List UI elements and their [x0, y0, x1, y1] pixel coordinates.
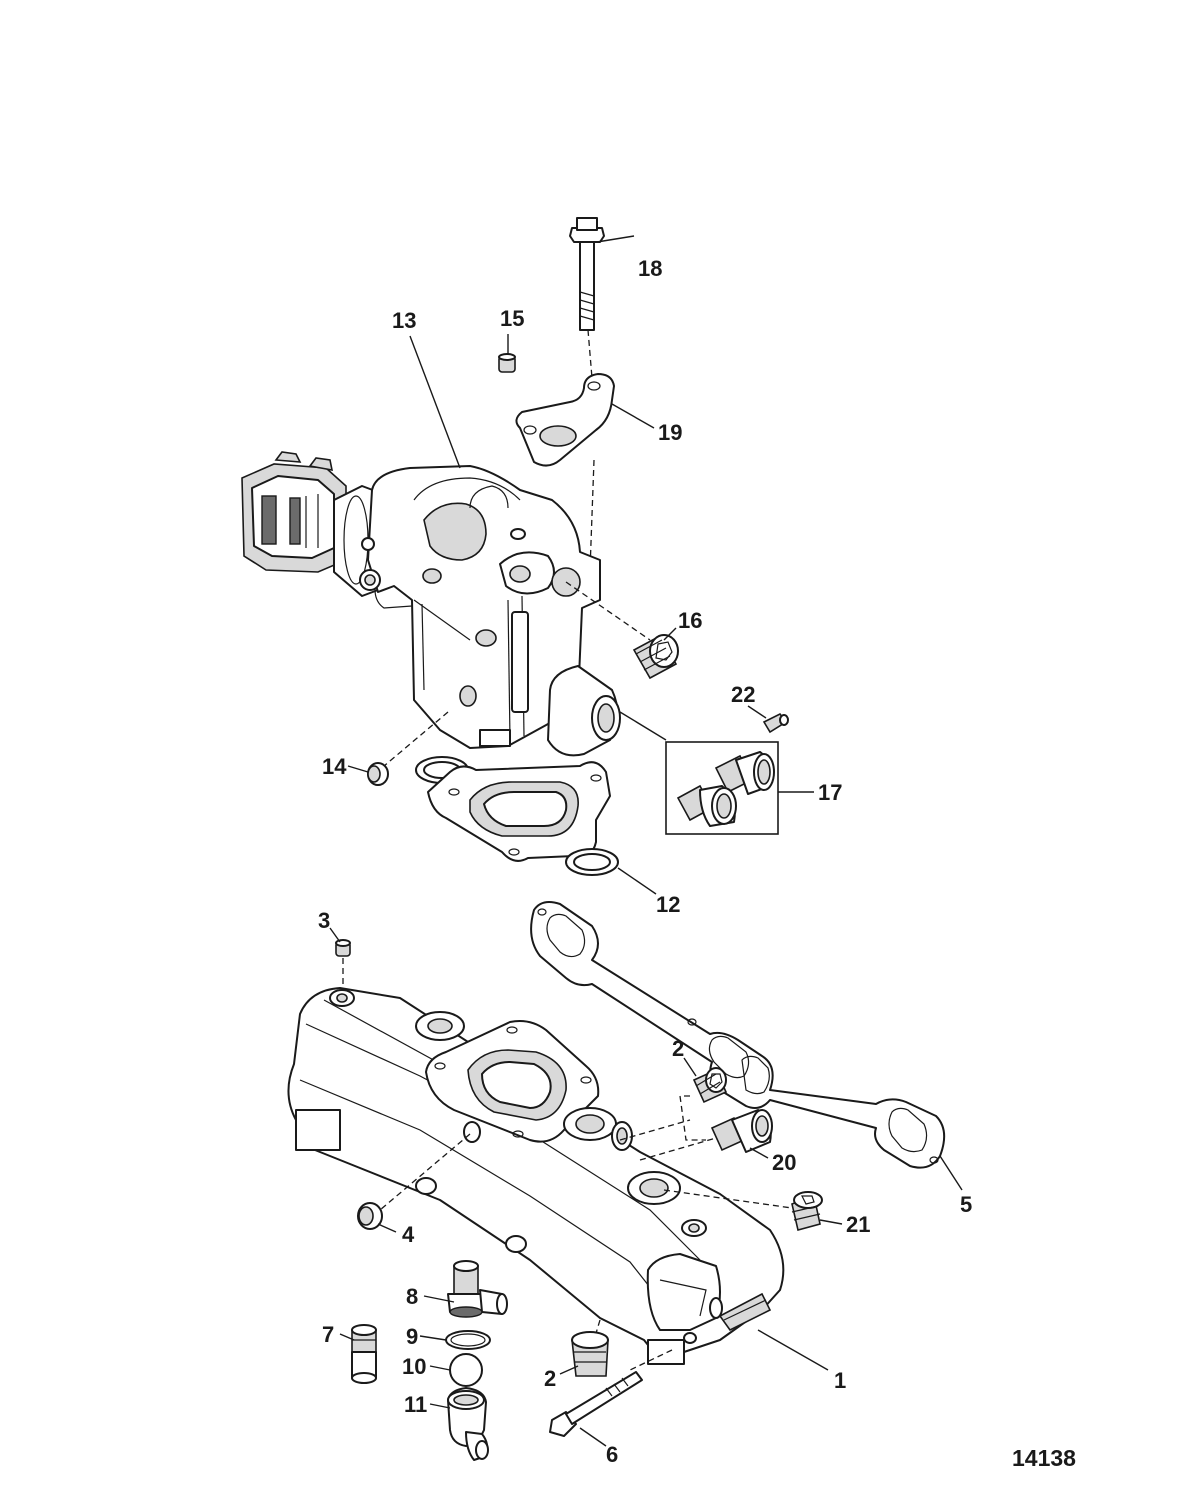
dash-1-2-bottom — [593, 1319, 601, 1341]
part-7-hose-fitting — [351, 1324, 377, 1384]
dash-18-19 — [587, 329, 593, 379]
part-12-gaskets — [415, 756, 619, 876]
part-4-cup-plug — [357, 1202, 383, 1230]
part-2-plug-upper — [692, 1067, 728, 1104]
dash-1-21 — [663, 1189, 793, 1209]
callout-17: 17 — [818, 780, 842, 805]
callout-16: 16 — [678, 608, 702, 633]
part-17-kit-box — [665, 741, 779, 835]
part-14-cup-plug — [367, 762, 389, 786]
part-8-tee-fitting — [447, 1260, 508, 1318]
part-3-plug — [335, 939, 351, 957]
part-11-valve-body — [447, 1387, 489, 1461]
callout-2-upper: 2 — [672, 1036, 684, 1061]
callout-22: 22 — [731, 682, 755, 707]
lead-13-17box — [619, 711, 667, 741]
part-6-bolt — [549, 1371, 643, 1437]
callout-14: 14 — [322, 754, 347, 779]
callout-20: 20 — [772, 1150, 796, 1175]
leader-lines — [329, 235, 963, 1447]
callout-9: 9 — [406, 1324, 418, 1349]
part-20-hose-fitting — [710, 1109, 773, 1153]
callout-19: 19 — [658, 420, 682, 445]
figure-number: 14138 — [1012, 1445, 1076, 1471]
part-10-ball — [449, 1353, 483, 1387]
dash-2-20-bracket — [679, 1095, 706, 1141]
callout-21: 21 — [846, 1212, 870, 1237]
dash-1-2-top — [619, 1119, 691, 1141]
part-2-plug-lower — [571, 1331, 609, 1377]
callout-1: 1 — [834, 1368, 846, 1393]
callout-4: 4 — [402, 1222, 415, 1247]
dash-19-13 — [589, 459, 595, 571]
callout-labels: 18 19 13 15 16 22 17 14 12 3 2 20 5 21 4… — [318, 256, 972, 1467]
callout-3: 3 — [318, 908, 330, 933]
part-15-plug — [498, 353, 516, 373]
callout-5: 5 — [960, 1192, 972, 1217]
part-21-plug — [791, 1191, 823, 1231]
part-22-fitting — [762, 712, 789, 734]
dash-1-6 — [629, 1349, 673, 1371]
part-9-o-ring-inner — [450, 1333, 486, 1347]
dash-1-20 — [639, 1137, 717, 1161]
callout-7: 7 — [322, 1322, 334, 1347]
part-19-bracket — [515, 373, 615, 467]
callout-13: 13 — [392, 308, 416, 333]
part-13-elbow-assembly — [241, 451, 621, 757]
dash-13-16 — [565, 581, 651, 641]
part-1-exhaust-manifold — [287, 987, 785, 1365]
callout-6: 6 — [606, 1442, 618, 1467]
part-17-fittings — [676, 751, 775, 827]
part-16-plug — [632, 634, 679, 680]
callout-2-lower: 2 — [544, 1366, 556, 1391]
callout-8: 8 — [406, 1284, 418, 1309]
callout-12: 12 — [656, 892, 680, 917]
callout-15: 15 — [500, 306, 524, 331]
callout-11: 11 — [404, 1392, 427, 1417]
callout-18: 18 — [638, 256, 662, 281]
dash-13-14 — [383, 711, 449, 767]
part-18-bolt — [569, 217, 605, 331]
callout-10: 10 — [402, 1354, 426, 1379]
